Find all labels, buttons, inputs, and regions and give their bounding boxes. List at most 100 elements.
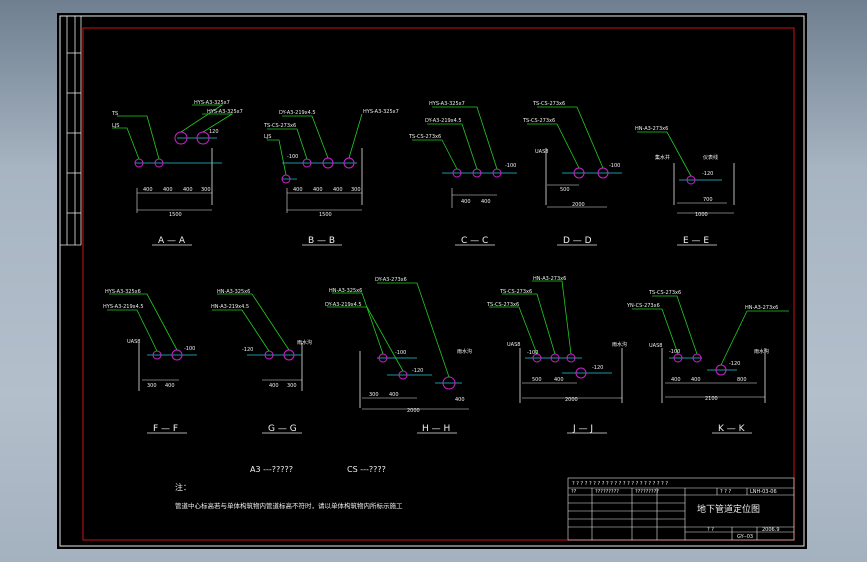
callout-a-1: TS (111, 111, 118, 117)
section-g[interactable]: HN-A3-325x6 HN-A3-219x4.5 -120 雨水沟 400 3… (211, 289, 312, 434)
total-k: 2100 (705, 396, 718, 402)
dim-a-2: 400 (163, 187, 173, 193)
section-b[interactable]: DY-A3-219x4.5 HYS-A3-325x7 TS-CS-273x6 L… (263, 109, 399, 246)
dim-c-2: 400 (481, 199, 491, 205)
section-c[interactable]: HYS-A3-325x7 DY-A3-219x4.5 TS-CS-273x6 -… (408, 101, 517, 246)
section-k[interactable]: TS-CS-273x6 YN-CS-273x6 HN-A3-273x6 UAS8… (626, 290, 789, 434)
callout-k-5: -100 (669, 349, 680, 355)
callout-k-1: TS-CS-273x6 (648, 290, 681, 296)
callout-b-3: TS-CS-273x6 (263, 123, 296, 129)
callout-c-4: -100 (505, 163, 516, 169)
section-d[interactable]: TS-CS-273x6 TS-CS-273x6 UAS8 -100 500 20… (522, 101, 622, 246)
inner-border (82, 27, 795, 541)
callout-a-5: 120 (209, 129, 219, 135)
section-label-b: B — B (308, 236, 335, 246)
callout-d-2: TS-CS-273x6 (522, 118, 555, 124)
drawing-sheet[interactable]: TS LJS HYS-A3-325x7 HYS-A3-325x7 120 400… (57, 13, 807, 549)
section-e[interactable]: HN-A3-273x6 集水井 -120 仪表线 700 1000 E — E (635, 126, 735, 246)
dim-h-2: 400 (389, 392, 399, 398)
callout-e-1: HN-A3-273x6 (635, 126, 668, 132)
callout-c-1: HYS-A3-325x7 (429, 101, 465, 107)
callout-b-5: -100 (287, 154, 298, 160)
callout-j-5: -100 (527, 350, 538, 356)
section-label-e: E — E (683, 236, 709, 246)
dim-f-1: 300 (147, 383, 157, 389)
callout-g-2: HN-A3-219x4.5 (211, 304, 249, 310)
total-a: 1500 (169, 212, 182, 218)
section-label-h: H — H (422, 424, 450, 434)
callout-j-2: TS-CS-273x6 (499, 289, 532, 295)
callout-d-1: TS-CS-273x6 (532, 101, 565, 107)
callout-j-1: HN-A3-273x6 (533, 276, 566, 282)
callout-k-6: -120 (729, 361, 740, 367)
dim-k-3: 800 (737, 377, 747, 383)
callout-h-1: DY-A3-273x6 (375, 277, 407, 283)
callout-d-3: UAS8 (535, 149, 548, 155)
section-label-g: G — G (268, 424, 297, 434)
callout-k-3: HN-A3-273x6 (745, 305, 778, 311)
callout-f-1: HYS-A3-325x6 (105, 289, 141, 295)
total-b: 1500 (319, 212, 332, 218)
section-j[interactable]: HN-A3-273x6 TS-CS-273x6 TS-CS-273x6 UAS8… (486, 276, 627, 434)
titleblock-number: GY--03 (737, 534, 753, 540)
dim-b-2: 400 (313, 187, 323, 193)
titleblock-cell-4: ? ? ? (720, 489, 731, 495)
callout-f-2: HYS-A3-219x4.5 (103, 304, 144, 310)
total-j: 2000 (565, 397, 578, 403)
callout-b-4: LJS (264, 134, 271, 140)
cad-drawing[interactable]: TS LJS HYS-A3-325x7 HYS-A3-325x7 120 400… (57, 13, 807, 549)
callout-j-6: -120 (592, 365, 603, 371)
section-h[interactable]: DY-A3-273x6 HN-A3-325x6 DY-A3-219x4.5 -1… (325, 277, 472, 434)
callout-k-7: 雨水沟 (754, 348, 769, 355)
dim-k-2: 400 (691, 377, 701, 383)
title-block[interactable] (567, 477, 795, 541)
callout-g-3: -120 (242, 347, 253, 353)
callout-e-3: -120 (702, 171, 713, 177)
dim-a-4: 300 (201, 187, 211, 193)
callout-c-2: DY-A3-219x4.5 (425, 118, 462, 124)
dim-j-2: 400 (554, 377, 564, 383)
callout-j-7: 雨水沟 (612, 341, 627, 348)
callout-b-1: DY-A3-219x4.5 (279, 110, 316, 116)
callout-e-2: 集水井 (655, 154, 670, 161)
dim-d-1: 500 (560, 187, 570, 193)
titleblock-page: ? ? (707, 527, 714, 533)
callout-h-5: -120 (412, 368, 423, 374)
dim-b-1: 400 (293, 187, 303, 193)
section-label-k: K — K (718, 424, 746, 434)
callout-j-4: UAS8 (507, 342, 520, 348)
titleblock-cell-1: ?? (571, 489, 577, 495)
legend-a3: A3 ---????? (250, 465, 293, 474)
callout-a-3: HYS-A3-325x7 (194, 100, 230, 106)
callout-e-4: 仪表线 (703, 154, 718, 161)
total-e: 1000 (695, 212, 708, 218)
dim-h-1: 300 (369, 392, 379, 398)
section-label-j: J — J (572, 424, 593, 434)
callout-h-2: HN-A3-325x6 (329, 288, 362, 294)
titleblock-cell-2: ????????? (595, 489, 619, 495)
titleblock-cell-5: LNH-03-06 (750, 489, 777, 495)
dim-g-2: 300 (287, 383, 297, 389)
callout-a-4: HYS-A3-325x7 (207, 109, 243, 115)
callout-d-4: -100 (609, 163, 620, 169)
dim-k-1: 400 (671, 377, 681, 383)
notes-title: 注： (175, 482, 191, 492)
callout-j-3: TS-CS-273x6 (486, 302, 519, 308)
section-label-a: A — A (158, 236, 186, 246)
section-a[interactable]: TS LJS HYS-A3-325x7 HYS-A3-325x7 120 400… (111, 100, 243, 246)
dim-e-1: 700 (703, 197, 713, 203)
callout-b-2: HYS-A3-325x7 (363, 109, 399, 115)
total-d: 2000 (572, 202, 585, 208)
callout-k-2: YN-CS-273x6 (626, 303, 660, 309)
dim-a-1: 400 (143, 187, 153, 193)
titleblock-row1: ? ? ? ? ? ? ? ? ? ? ? ? ? ? ? ? ? ? ? ? … (572, 481, 668, 487)
callout-h-3: DY-A3-219x4.5 (325, 302, 362, 308)
callout-k-4: UAS8 (649, 343, 662, 349)
callout-f-4: -100 (184, 346, 195, 352)
dim-b-3: 400 (333, 187, 343, 193)
section-label-d: D — D (563, 236, 592, 246)
dim-c-1: 400 (461, 199, 471, 205)
dim-j-1: 500 (532, 377, 542, 383)
legend-cs: CS ---???? (347, 465, 386, 474)
section-f[interactable]: HYS-A3-325x6 HYS-A3-219x4.5 UAS8 -100 30… (103, 289, 197, 434)
